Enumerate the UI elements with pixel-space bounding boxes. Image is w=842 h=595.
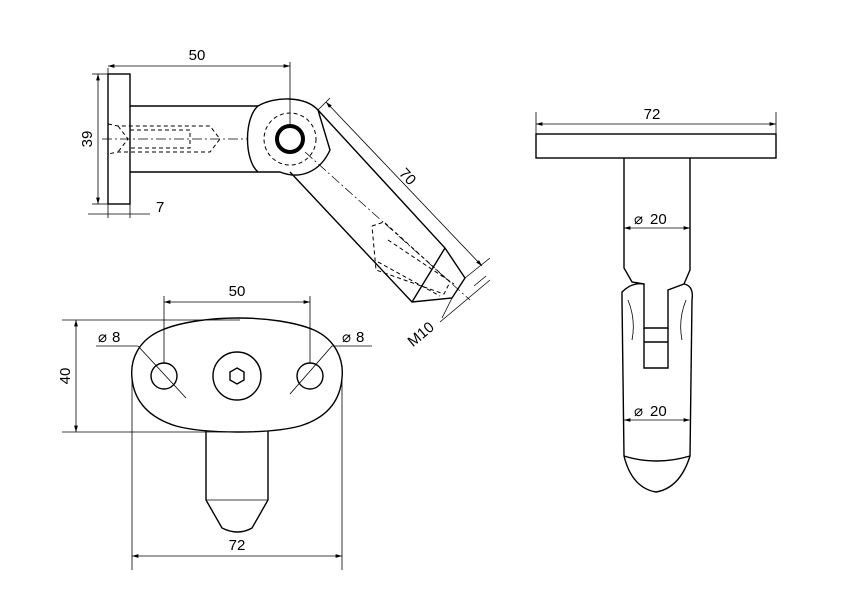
dim-side-arm-label: 70 [395, 165, 419, 189]
side-arm-hidden-thread [371, 221, 455, 297]
dim-front-hole-right-label: 8 [356, 329, 364, 346]
dim-end-width: 72 [535, 106, 777, 134]
dim-front-width: 72 [131, 378, 343, 570]
dim-front-hole-left-label: 8 [112, 329, 120, 346]
dim-front-hole-left: ⌀ 8 [96, 329, 187, 399]
dim-side-plate: 7 [88, 199, 164, 218]
side-arm-center-line [304, 151, 471, 301]
diameter-symbol-top-icon: ⌀ [634, 211, 643, 228]
dim-front-spacing-label: 50 [229, 283, 246, 300]
dim-end-dia-top-label: 20 [650, 211, 667, 228]
front-center-boss [212, 351, 262, 401]
dim-end-width-label: 72 [644, 106, 661, 123]
side-joint-pin [275, 124, 305, 154]
side-view: 50 39 7 70 M10 [79, 47, 491, 351]
diameter-symbol-bottom-icon: ⌀ [634, 403, 643, 420]
dim-front-height-label: 40 [57, 368, 74, 385]
dim-side-plate-label: 7 [156, 199, 164, 216]
dim-front-width-label: 72 [229, 537, 246, 554]
end-view: 72 ⌀ 20 ⌀ 20 [535, 106, 777, 493]
dim-side-length-label: 50 [189, 47, 206, 64]
side-angled-arm-end [411, 247, 446, 303]
end-upper-shaft [623, 158, 691, 285]
dim-side-height: 39 [79, 73, 108, 205]
end-slot-lines [643, 328, 669, 369]
end-nose [623, 455, 691, 462]
dim-front-hole-right: ⌀ 8 [289, 329, 372, 395]
diameter-symbol-left-icon: ⌀ [98, 329, 107, 346]
dim-side-arm: 70 [317, 97, 491, 279]
dim-side-length: 50 [107, 47, 291, 125]
dim-front-height: 40 [57, 319, 240, 433]
dim-end-dia-bottom-label: 20 [650, 403, 667, 420]
front-oval-plate [131, 317, 343, 433]
dim-front-spacing: 50 [163, 283, 311, 363]
side-horizontal-arm [130, 105, 258, 173]
end-slot-shading [627, 299, 687, 341]
front-hex-socket-icon [229, 367, 245, 385]
dim-end-dia-top: ⌀ 20 [624, 211, 690, 230]
dim-side-thread-label: M10 [404, 319, 437, 351]
end-base-plate [535, 133, 777, 159]
diameter-symbol-right-icon: ⌀ [342, 329, 351, 346]
front-view: 50 40 ⌀ 8 ⌀ 8 72 [57, 283, 372, 570]
dim-side-height-label: 39 [79, 131, 96, 148]
front-stem [205, 419, 269, 533]
dim-end-dia-bottom: ⌀ 20 [624, 403, 690, 422]
end-lower-body [621, 282, 694, 493]
